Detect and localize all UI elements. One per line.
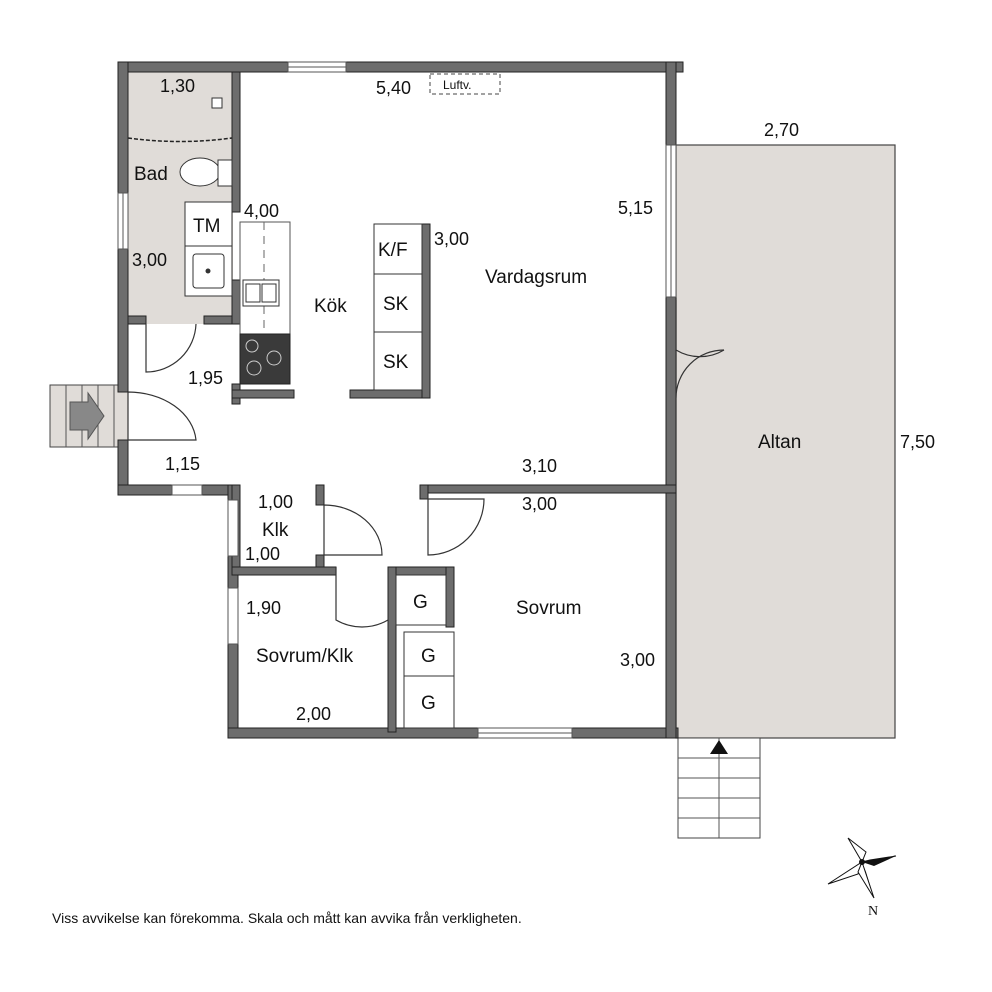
dim-sovrum-width: 3,00 xyxy=(522,494,557,514)
dim-sovrum-height: 3,00 xyxy=(620,650,655,670)
fixture-tm: TM xyxy=(193,216,220,237)
room-label-klk: Klk xyxy=(262,520,289,541)
dim-klk-width: 1,00 xyxy=(258,492,293,512)
dim-hall-height: 1,95 xyxy=(188,368,223,388)
room-label-altan: Altan xyxy=(758,432,801,453)
bath-fixtures xyxy=(127,97,233,297)
fixture-g-3: G xyxy=(421,693,436,714)
dim-altan-height: 7,50 xyxy=(900,432,935,452)
fixture-sk-1: SK xyxy=(383,294,409,315)
compass-north-label: N xyxy=(868,904,878,919)
altan-deck xyxy=(675,144,896,739)
entry-steps xyxy=(49,384,129,448)
kitchen-fixtures xyxy=(239,73,501,391)
dim-sovrum-top: 3,10 xyxy=(522,456,557,476)
compass-icon xyxy=(827,837,897,899)
dim-hall-width: 1,15 xyxy=(165,454,200,474)
fixture-sk-2: SK xyxy=(383,352,409,373)
room-label-kok: Kök xyxy=(314,296,347,317)
doors xyxy=(127,300,725,628)
fixture-g-2: G xyxy=(421,646,436,667)
dim-klk-height: 1,00 xyxy=(245,544,280,564)
disclaimer-text: Viss avvikelse kan förekomma. Skala och … xyxy=(52,910,522,926)
dim-sovklk-width: 2,00 xyxy=(296,704,331,724)
fixture-kf: K/F xyxy=(378,240,408,261)
fixture-g-1: G xyxy=(413,592,428,613)
fixture-luftv: Luftv. xyxy=(443,78,471,92)
dim-vardag-height: 5,15 xyxy=(618,198,653,218)
room-label-bad: Bad xyxy=(134,164,168,185)
dim-top-width: 5,40 xyxy=(376,78,411,98)
room-label-sovrum-klk: Sovrum/Klk xyxy=(256,646,354,667)
dim-altan-width: 2,70 xyxy=(764,120,799,140)
windows xyxy=(117,61,677,739)
dim-bad-height: 3,00 xyxy=(132,250,167,270)
dim-sovklk-height: 1,90 xyxy=(246,598,281,618)
altan-steps xyxy=(677,737,761,839)
dim-island: 3,00 xyxy=(434,229,469,249)
dim-bad-width: 1,30 xyxy=(160,76,195,96)
room-label-vardagsrum: Vardagsrum xyxy=(485,267,587,288)
wardrobes xyxy=(395,574,455,729)
room-label-sovrum: Sovrum xyxy=(516,598,581,619)
dim-kok-width: 4,00 xyxy=(244,201,279,221)
